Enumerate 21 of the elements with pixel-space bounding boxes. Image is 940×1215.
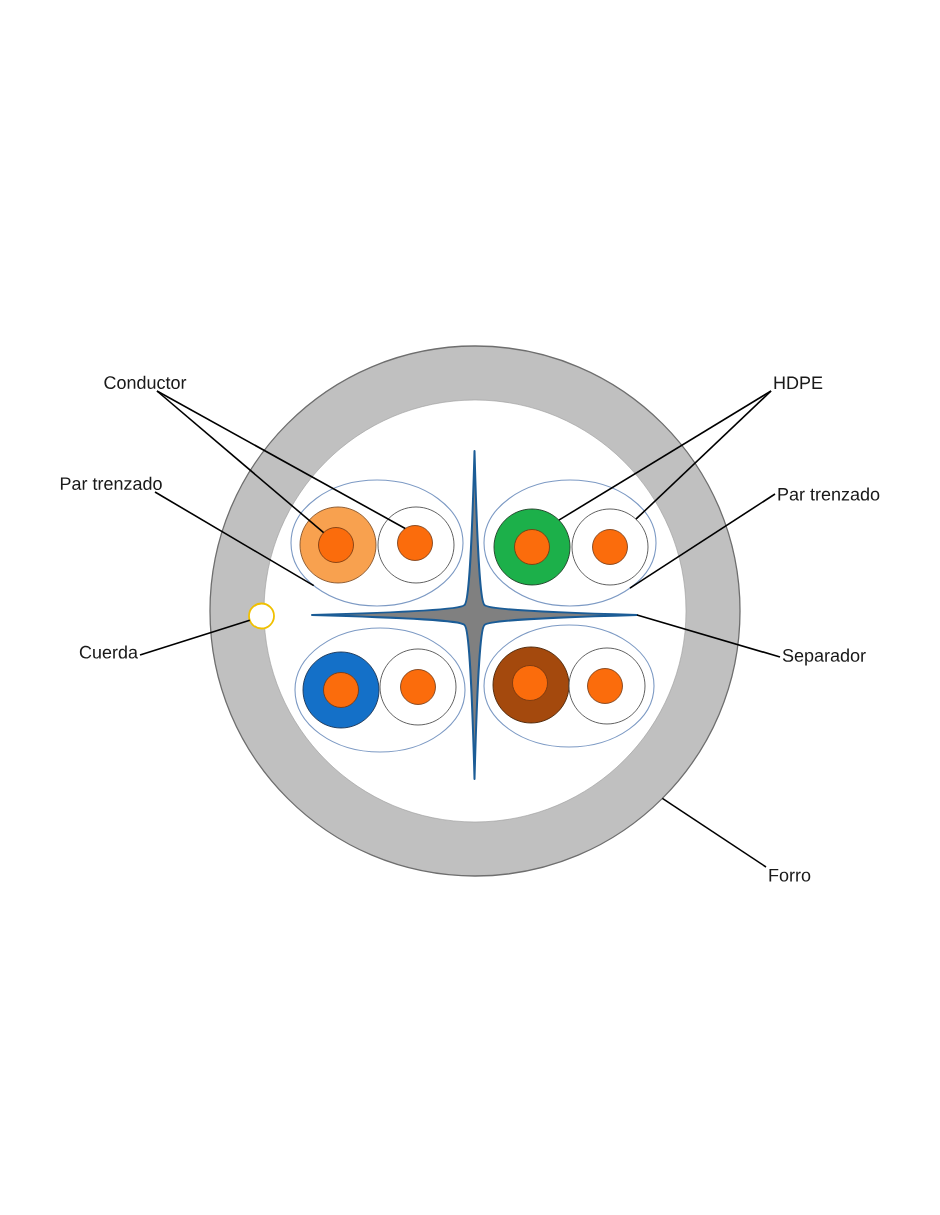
pair-ellipse bbox=[290, 479, 464, 607]
leader-line bbox=[156, 390, 407, 530]
conductor-circle bbox=[397, 525, 433, 561]
part-label: Forro bbox=[769, 869, 811, 882]
small-circle bbox=[248, 602, 275, 630]
leader-line bbox=[156, 390, 325, 534]
part-label: Conductor bbox=[104, 375, 187, 389]
leader-line bbox=[661, 797, 767, 868]
leader-line bbox=[636, 614, 781, 658]
leader-line bbox=[629, 493, 776, 589]
conductor-circle bbox=[318, 527, 354, 563]
separator-cross bbox=[311, 450, 638, 780]
part-label: Separador bbox=[782, 648, 866, 666]
part-label: Par trenzado bbox=[60, 476, 162, 490]
leader-line bbox=[154, 491, 315, 587]
part-label: HDPE bbox=[774, 376, 823, 389]
part-label: Par trenzado bbox=[778, 487, 880, 501]
leader-line bbox=[635, 390, 772, 520]
pair-ellipse bbox=[483, 479, 657, 607]
leader-line bbox=[139, 619, 251, 656]
part-label: Cuerda bbox=[79, 645, 138, 659]
